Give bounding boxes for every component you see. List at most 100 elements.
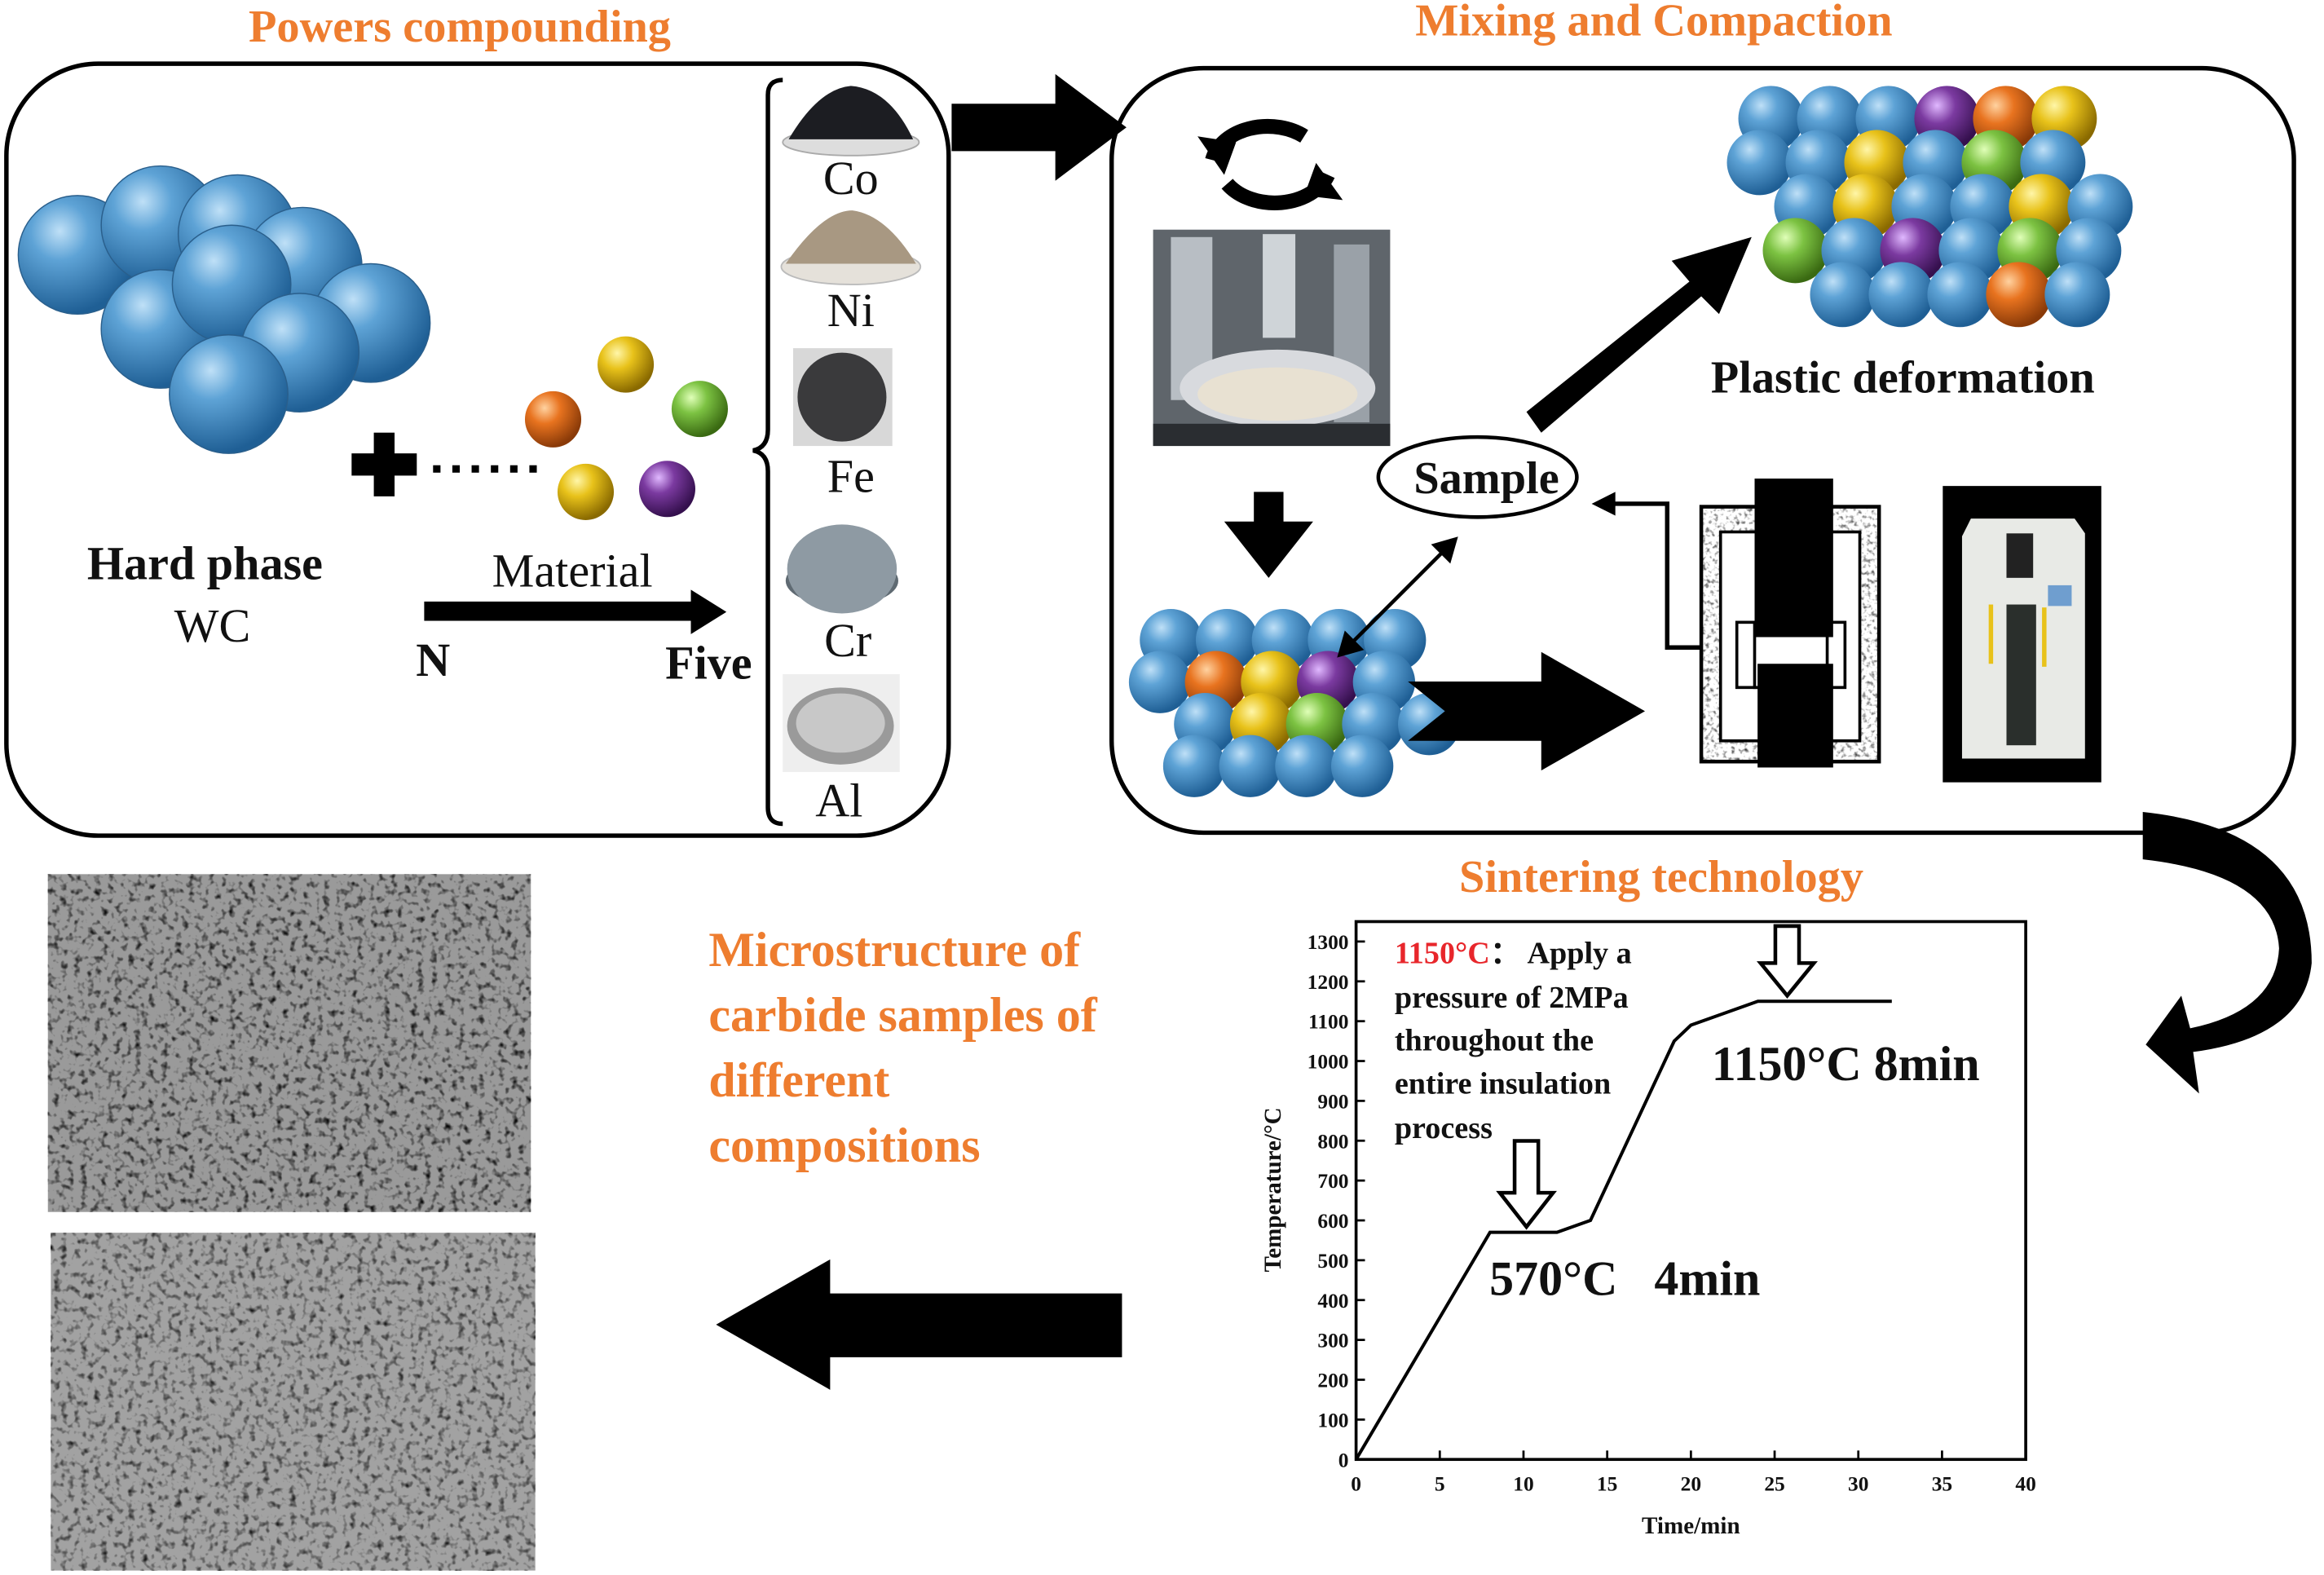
- powder-fe-image: [797, 352, 887, 442]
- chart-x-tick-label: 35: [1932, 1471, 1952, 1495]
- chart-y-tick-label: 200: [1317, 1369, 1348, 1392]
- wc-sphere-cluster: [17, 165, 431, 454]
- powder-co-image: [788, 86, 914, 139]
- rotation-icon: [1197, 118, 1343, 210]
- chart-y-tick-label: 900: [1317, 1089, 1348, 1113]
- chart-y-tick-label: 700: [1317, 1169, 1348, 1193]
- element-label-cr: Cr: [824, 614, 871, 667]
- chart-x-tick-label: 10: [1513, 1471, 1533, 1495]
- alloy-particle: [1986, 262, 2052, 328]
- microstructure-title-line: carbide samples of: [708, 988, 1097, 1042]
- plus-icon: [351, 432, 417, 496]
- alloy-particle: [1762, 218, 1828, 284]
- mixing-section-title: Mixing and Compaction: [1415, 0, 1892, 46]
- wc-particle: [1275, 735, 1338, 797]
- material-range-arrow: [424, 589, 727, 634]
- wc-particle: [1810, 262, 1876, 328]
- chart-y-axis-label: Temperature/°C: [1260, 1107, 1286, 1272]
- wc-particle: [2044, 262, 2110, 328]
- element-label-co: Co: [823, 152, 879, 205]
- chart-x-tick-label: 40: [2015, 1471, 2035, 1495]
- chart-y-tick-label: 0: [1338, 1448, 1349, 1471]
- chart-y-tick-label: 1100: [1308, 1010, 1348, 1034]
- chart-series-line-temperature: [1354, 999, 1892, 1461]
- chart-x-tick-label: 20: [1681, 1471, 1701, 1495]
- chart-y-tick-label: 1000: [1308, 1050, 1349, 1074]
- hold2-down-arrow-icon: [1756, 924, 1818, 999]
- sample-ellipse: [1376, 435, 1579, 519]
- sem-image-1: [47, 874, 531, 1212]
- press-machine-photo: [1943, 486, 2101, 783]
- arrow-right-to-mixing: [951, 73, 1127, 181]
- element-label-al: Al: [815, 774, 862, 827]
- range-start-label: N: [416, 633, 450, 686]
- chart-y-tick-label: 500: [1317, 1249, 1348, 1273]
- microstructure-title-line: compositions: [708, 1118, 980, 1172]
- chart-annotation-line: process: [1395, 1111, 1493, 1145]
- powder-co: Co: [782, 86, 920, 205]
- chart-annotation-line: throughout the: [1395, 1024, 1594, 1058]
- compaction-mold-diagram: [1699, 479, 1881, 768]
- arrow-right-to-press: [1408, 651, 1646, 771]
- wc-particle: [1726, 130, 1793, 196]
- plastic-deformation-label: Plastic deformation: [1711, 353, 2095, 404]
- hard-phase-label: Hard phase: [87, 537, 323, 590]
- deformed-particle-cluster: [1726, 86, 2133, 328]
- sem-image-2: [51, 1233, 536, 1571]
- powder-al-image: [796, 693, 885, 753]
- element-label-fe: Fe: [827, 449, 875, 502]
- chart-x-tick-label: 30: [1848, 1471, 1868, 1495]
- chart-y-tick-label: 600: [1317, 1209, 1348, 1233]
- sintering-section-title: Sintering technology: [1459, 852, 1863, 902]
- sample-label: Sample: [1413, 453, 1559, 504]
- range-end-label: Five: [665, 636, 752, 689]
- double-arrow-sample-link: [1337, 536, 1458, 658]
- chart-y-tick-label: 400: [1317, 1289, 1348, 1312]
- microstructure-title-line: Microstructure of: [708, 923, 1081, 977]
- mixed-powder-cluster: [1128, 608, 1461, 797]
- powders-section-title: Powers compounding: [249, 2, 671, 52]
- element-bracket: [752, 77, 783, 827]
- arrow-down-to-mixture: [1224, 492, 1313, 578]
- chart-x-tick-label: 5: [1435, 1471, 1445, 1495]
- chart-y-tick-label: 300: [1317, 1329, 1348, 1352]
- microstructure-title: Microstructure of carbide samples of dif…: [708, 923, 1097, 1172]
- chart-y-tick-label: 100: [1317, 1408, 1348, 1432]
- powder-cr-image: [787, 524, 897, 614]
- alloy-element-balls: [524, 336, 728, 520]
- powder-fe: Fe: [792, 348, 893, 502]
- powder-ni: Ni: [780, 210, 922, 337]
- curved-arrow-to-sintering: [2142, 811, 2312, 1094]
- microstructure-title-line: different: [708, 1053, 889, 1107]
- chart-annotation-line: pressure of 2MPa: [1395, 981, 1629, 1015]
- wc-sphere: [169, 334, 289, 454]
- wc-particle: [1868, 262, 1934, 328]
- mixer-photo: [1153, 229, 1391, 447]
- wc-particle: [1927, 262, 1993, 328]
- powder-ni-image: [785, 210, 916, 264]
- chart-annotation-hold2: 1150°C 8min: [1712, 1037, 1980, 1091]
- chart-y-tick-label: 1300: [1308, 930, 1349, 954]
- arrow-to-plastic-deformation: [1526, 236, 1752, 433]
- chart-plot-frame: [1354, 920, 2027, 1462]
- chart-annotation-line: ： Apply a: [1490, 936, 1632, 970]
- material-label: Material: [492, 545, 653, 598]
- chart-annotation-highlight: 1150°C: [1395, 936, 1490, 970]
- wc-particle: [1128, 651, 1192, 713]
- wc-particle: [1219, 735, 1281, 797]
- chart-annotation-hold1: 570°C 4min: [1489, 1251, 1760, 1305]
- chart-annotation-note: 1150°C： Apply a: [1395, 936, 1632, 970]
- mixing-panel: [1109, 65, 2296, 836]
- chart-y-tick-label: 800: [1317, 1129, 1348, 1153]
- powder-cr: Cr: [785, 524, 898, 667]
- element-label-ni: Ni: [827, 284, 875, 337]
- chart-x-tick-label: 25: [1764, 1471, 1784, 1495]
- wc-particle: [1162, 735, 1226, 797]
- hold1-down-arrow-icon: [1496, 1139, 1557, 1230]
- chart-x-axis-label: Time/min: [1642, 1513, 1740, 1539]
- powders-panel: [4, 61, 951, 838]
- hard-phase-material: WC: [174, 599, 251, 652]
- chart-x-tick-label: 0: [1351, 1471, 1361, 1495]
